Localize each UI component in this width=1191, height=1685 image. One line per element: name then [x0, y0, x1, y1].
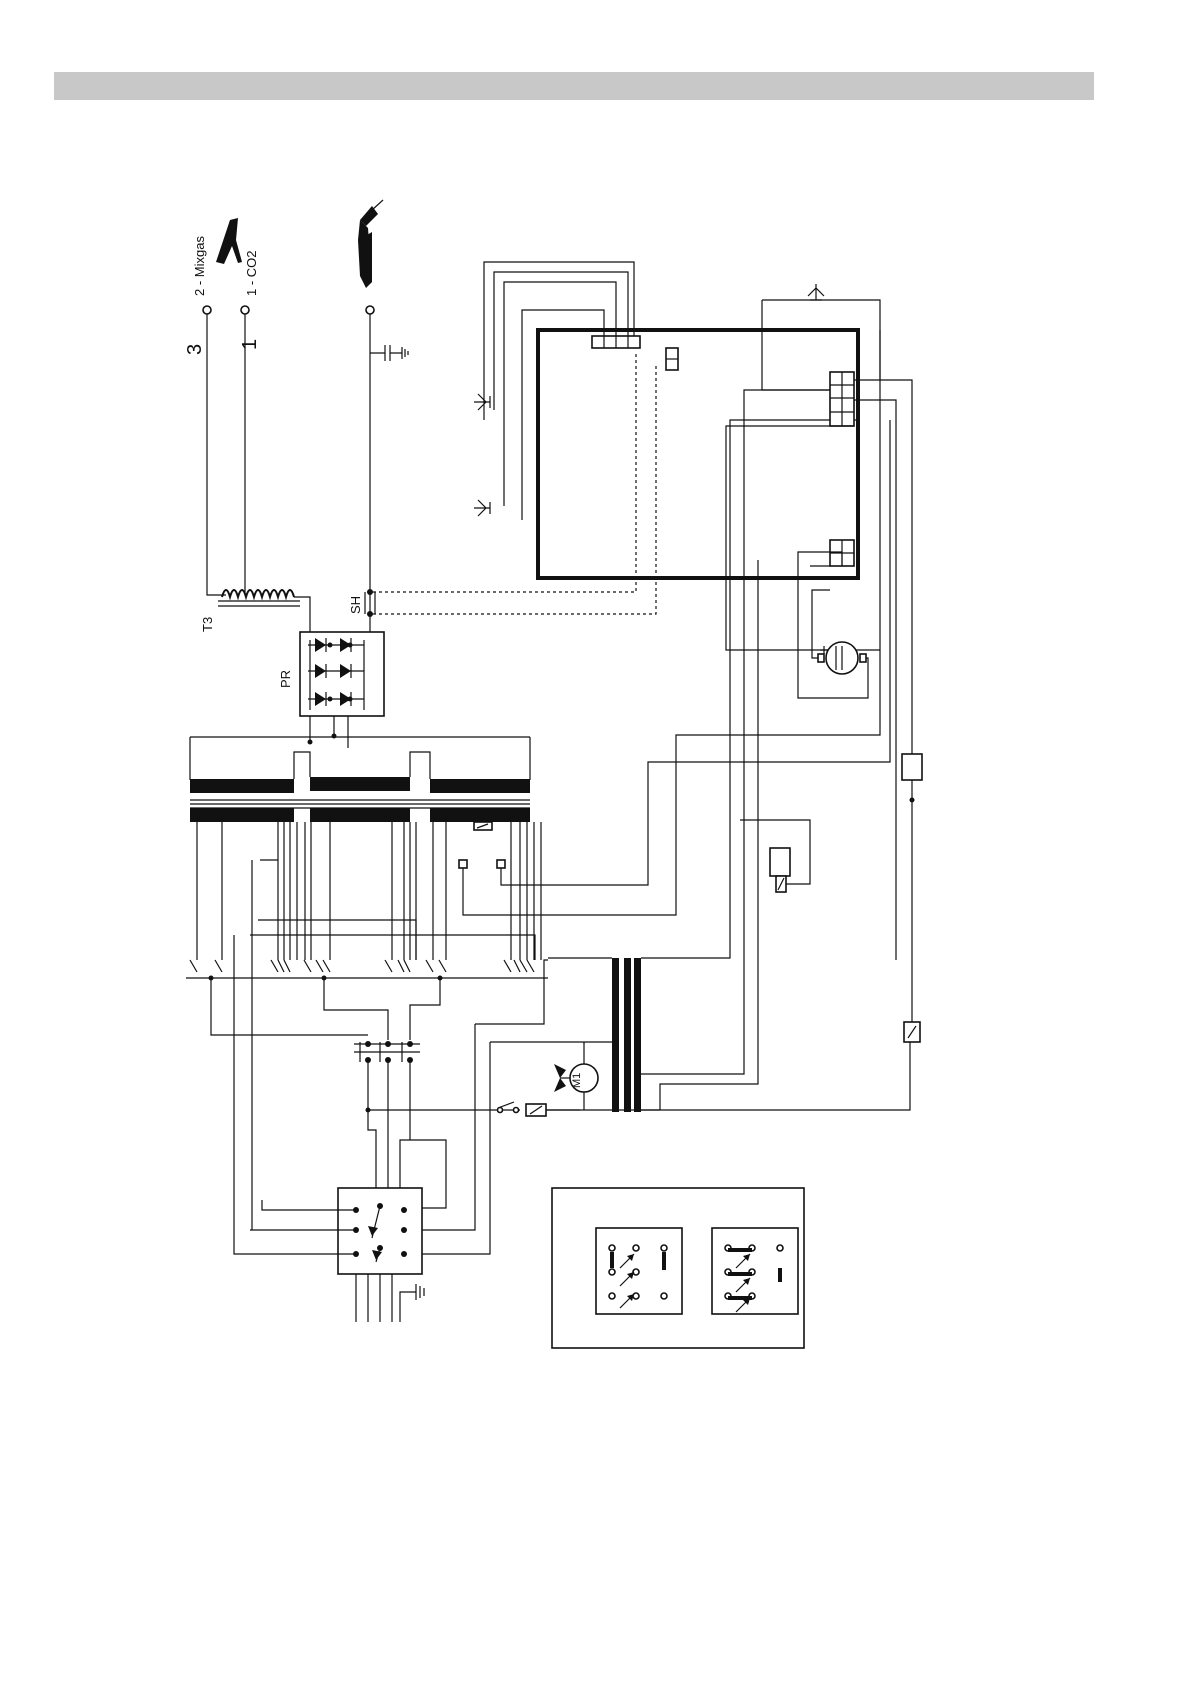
label-pr: PR	[278, 670, 293, 688]
fuse	[902, 754, 922, 780]
terminal-torch	[366, 306, 374, 314]
pushbutton-2	[474, 500, 490, 516]
control-board	[538, 330, 858, 578]
contactor	[354, 1041, 420, 1063]
label-co2: 1 - CO2	[244, 250, 259, 296]
pushbutton-1	[474, 394, 490, 410]
label-tap-3: 3	[184, 344, 206, 355]
earth-clamp-icon	[216, 218, 242, 264]
inductor-t3	[218, 590, 310, 632]
label-sh: SH	[348, 596, 363, 614]
solenoid-valve	[770, 848, 790, 876]
rectifier-pr	[300, 632, 384, 716]
switch-legend	[552, 1188, 804, 1348]
label-m1: M1	[571, 1073, 583, 1088]
aux-transformer	[548, 390, 860, 1112]
fan-icon: M1	[554, 1042, 612, 1110]
terminal-co2	[241, 306, 249, 314]
label-t3: T3	[200, 617, 215, 632]
tap-switch-row	[186, 960, 548, 981]
ground-icon	[400, 1284, 424, 1322]
label-mixgas: 2 - Mixgas	[192, 236, 207, 296]
label-tap-1: 1	[239, 339, 261, 350]
terminal-mixgas	[203, 306, 211, 314]
pushbutton-3	[762, 284, 880, 390]
main-switch	[234, 935, 422, 1322]
welding-torch-icon	[358, 200, 383, 288]
